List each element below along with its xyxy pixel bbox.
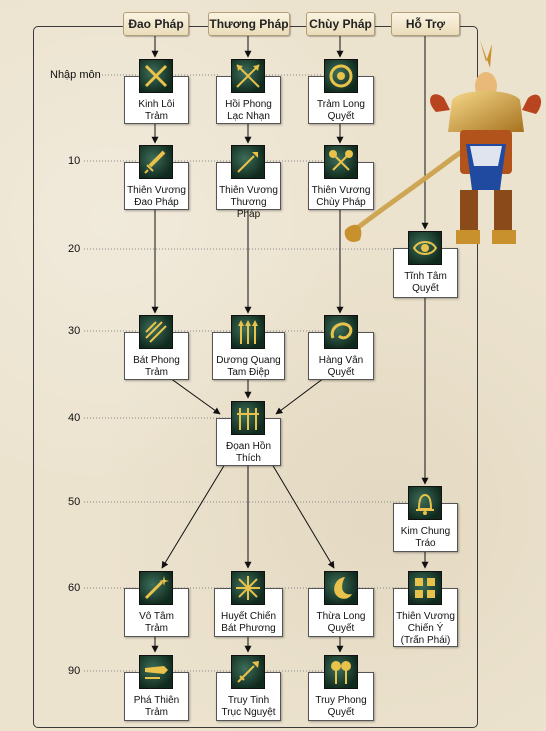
skill-thien-vuong-thuong-phap[interactable]: Thiên Vương Thương Pháp bbox=[216, 145, 281, 220]
swirl-icon bbox=[324, 315, 358, 349]
skill-name: Trảm Long Quyết bbox=[317, 99, 365, 122]
crossed-maces-icon bbox=[324, 145, 358, 179]
level-label-50: 50 bbox=[68, 496, 81, 508]
skill-name: Truy Tinh Trục Nguyệt bbox=[221, 695, 276, 718]
tab-chuy-phap[interactable]: Chùy Pháp bbox=[306, 12, 375, 36]
triple-arrows-icon bbox=[231, 315, 265, 349]
skill-kinh-loi-tram[interactable]: Kinh Lôi Trảm bbox=[124, 59, 189, 124]
sword-icon bbox=[139, 145, 173, 179]
skill-name: Hồi Phong Lạc Nhạn bbox=[225, 99, 272, 122]
eight-arrows-icon bbox=[231, 571, 265, 605]
skill-bat-phong-tram[interactable]: Bát Phong Trảm bbox=[124, 315, 189, 380]
skill-duong-quang-tam-diep[interactable]: Dương Quang Tam Điệp bbox=[212, 315, 285, 380]
crossed-spears-icon bbox=[231, 59, 265, 93]
skill-name: Thiên Vương Thương Pháp bbox=[219, 185, 278, 220]
level-label-60: 60 bbox=[68, 582, 81, 594]
tridents-icon bbox=[231, 401, 265, 435]
skill-kim-chung-trao[interactable]: Kim Chung Tráo bbox=[393, 486, 458, 552]
skill-name: Bát Phong Trảm bbox=[133, 355, 180, 378]
skill-truy-phong-quyet[interactable]: Truy Phong Quyết bbox=[308, 655, 374, 721]
skill-tram-long-quyet[interactable]: Trảm Long Quyết bbox=[308, 59, 374, 124]
level-label-20: 20 bbox=[68, 243, 81, 255]
skill-name: Phá Thiên Trảm bbox=[133, 695, 180, 718]
skill-pha-thien-tram[interactable]: Phá Thiên Trảm bbox=[124, 655, 189, 721]
skill-vo-tam-tram[interactable]: Vô Tâm Trảm bbox=[124, 571, 189, 637]
skill-name: Thiên Vương Đao Pháp bbox=[127, 185, 186, 208]
skill-name: Tĩnh Tâm Quyết bbox=[404, 271, 447, 294]
skill-doan-hon-thich[interactable]: Đọan Hồn Thích bbox=[216, 401, 281, 466]
skill-hang-van-quyet[interactable]: Hàng Vân Quyết bbox=[308, 315, 374, 380]
skill-name: Kim Chung Tráo bbox=[400, 526, 451, 549]
crescent-moon-icon bbox=[324, 571, 358, 605]
skill-name: Thiên Vương Chùy Pháp bbox=[311, 185, 371, 208]
level-label-30: 30 bbox=[68, 325, 81, 337]
eye-icon bbox=[408, 231, 442, 265]
skill-tinh-tam-quyet[interactable]: Tĩnh Tâm Quyết bbox=[393, 231, 458, 298]
bell-icon bbox=[408, 486, 442, 520]
level-label-90: 90 bbox=[68, 665, 81, 677]
warrior-illustration bbox=[344, 40, 542, 244]
skill-name: Dương Quang Tam Điệp bbox=[216, 355, 281, 378]
tab-thuong-phap[interactable]: Thương Pháp bbox=[208, 12, 290, 36]
skill-thien-vuong-dao-phap[interactable]: Thiên Vương Đao Pháp bbox=[124, 145, 189, 210]
tab-ho-tro[interactable]: Hỗ Trợ bbox=[391, 12, 460, 36]
skill-thien-vuong-chien-y[interactable]: Thiên Vương Chiến Ý (Trấn Phái) bbox=[393, 571, 458, 647]
skill-name: Đọan Hồn Thích bbox=[225, 441, 272, 464]
spear-icon bbox=[231, 145, 265, 179]
skill-huyet-chien-bat-phuong[interactable]: Huyết Chiến Bát Phương bbox=[214, 571, 283, 637]
skill-thien-vuong-chuy-phap[interactable]: Thiên Vương Chùy Pháp bbox=[308, 145, 374, 210]
twin-maces-icon bbox=[324, 655, 358, 689]
skill-thua-long-quyet[interactable]: Thừa Long Quyết bbox=[308, 571, 374, 637]
level-label-10: 10 bbox=[68, 155, 81, 167]
skill-name: Hàng Vân Quyết bbox=[318, 355, 364, 378]
crossed-swords-icon bbox=[139, 59, 173, 93]
broad-blade-icon bbox=[139, 655, 173, 689]
skill-name: Kinh Lôi Trảm bbox=[138, 99, 175, 122]
skill-truy-tinh-truc-nguyet[interactable]: Truy Tinh Trục Nguyệt bbox=[216, 655, 281, 721]
sun-disc-icon bbox=[324, 59, 358, 93]
level-label-40: 40 bbox=[68, 412, 81, 424]
skill-name: Thiên Vương Chiến Ý (Trấn Phái) bbox=[396, 611, 455, 646]
skill-hoi-phong-lac-nhan[interactable]: Hồi Phong Lạc Nhạn bbox=[216, 59, 281, 124]
level-label-nhap-mon: Nhập môn bbox=[50, 69, 101, 81]
skill-name: Huyết Chiến Bát Phương bbox=[220, 611, 277, 634]
sparkle-sword-icon bbox=[139, 571, 173, 605]
skill-name: Thừa Long Quyết bbox=[316, 611, 366, 634]
slash-icon bbox=[139, 315, 173, 349]
skill-name: Truy Phong Quyết bbox=[315, 695, 367, 718]
mosaic-icon bbox=[408, 571, 442, 605]
comet-icon bbox=[231, 655, 265, 689]
tab-dao-phap[interactable]: Đao Pháp bbox=[123, 12, 189, 36]
skill-name: Vô Tâm Trảm bbox=[139, 611, 174, 634]
